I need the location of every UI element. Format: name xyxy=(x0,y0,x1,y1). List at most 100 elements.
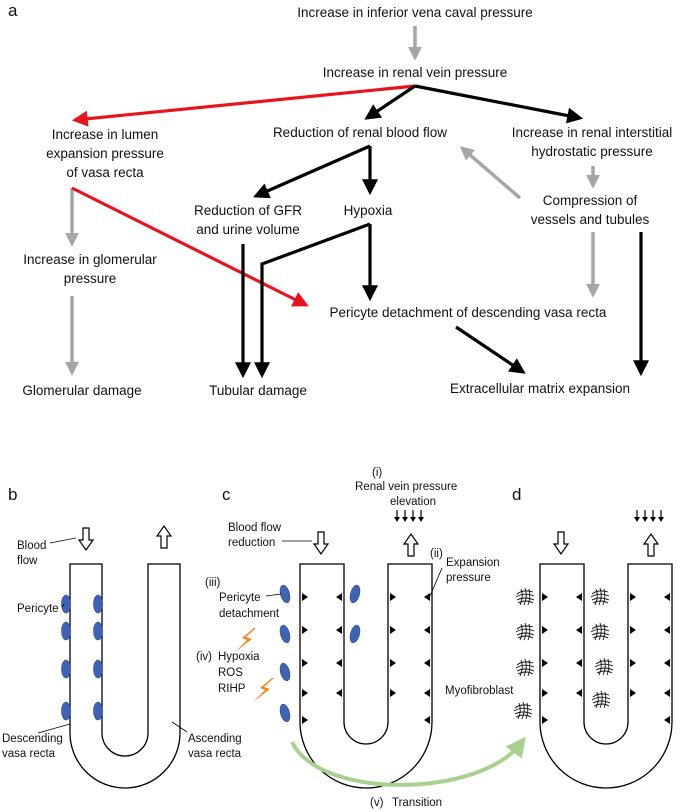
blood-flow-up-arrow-b xyxy=(156,525,172,549)
label-hypoxia-ros-rihp: (iv) Hypoxia ROS RIHP xyxy=(196,651,260,695)
blood-flow-pointer xyxy=(49,537,77,544)
myofibroblast-icon xyxy=(515,587,535,606)
myofibroblast-icon xyxy=(515,622,535,641)
pressure-arrow xyxy=(393,509,401,523)
node-gfr: Reduction of GFR and urine volume xyxy=(194,203,302,237)
pericyte-cell xyxy=(93,659,103,679)
arrow-lumen-to-pericyte xyxy=(71,186,309,307)
pericyte-cell xyxy=(61,594,71,614)
pd-line2: detachment xyxy=(219,608,280,620)
c-hypoxia: Hypoxia xyxy=(218,651,260,663)
transition-label: Transition xyxy=(392,797,442,809)
label-descending-vasa-recta: Descending vasa recta xyxy=(2,723,71,760)
pericyte-cell xyxy=(93,594,103,614)
node-ecm-expansion: Extracellular matrix expansion xyxy=(450,381,630,396)
vasa-recta-tube-d xyxy=(539,563,673,789)
pericytes-b xyxy=(61,594,103,721)
descending-line1: Descending xyxy=(2,733,63,745)
pericyte-cell xyxy=(93,621,103,641)
vasa-recta-tube-b xyxy=(69,563,181,789)
pericyte-cell xyxy=(61,621,71,641)
myofibroblast-icon xyxy=(515,658,535,677)
myofibroblasts-d xyxy=(513,587,614,720)
node-ivc-pressure: Increase in inferior vena caval pressure xyxy=(297,5,533,20)
label-ii: (ii) xyxy=(430,548,443,560)
node-glom-pressure-line1: Increase in glomerular xyxy=(23,252,157,267)
label-iii: (iii) xyxy=(205,577,220,589)
node-glomerular-pressure: Increase in glomerular pressure xyxy=(23,252,157,286)
myofibroblast-icon xyxy=(591,690,611,709)
pressure-arrow xyxy=(409,509,417,523)
blood-flow-up-arrow-d xyxy=(643,533,659,557)
panel-label-a: a xyxy=(8,1,18,20)
node-compression-line1: Compression of xyxy=(543,193,638,208)
pericyte-label: Pericyte xyxy=(17,603,59,615)
arrow-renal-vein-to-lumen xyxy=(71,84,416,127)
node-rihp: Increase in renal interstitial hydrostat… xyxy=(512,125,673,159)
node-gfr-line1: Reduction of GFR xyxy=(194,203,302,218)
pericyte-pointer xyxy=(61,603,65,608)
blood-flow-up-arrow-c xyxy=(403,533,419,557)
blood-flow-line1: Blood xyxy=(17,540,46,552)
node-pericyte-detachment: Pericyte detachment of descending vasa r… xyxy=(330,305,607,320)
pericyte-cell xyxy=(278,702,292,724)
detached-pericytes-c xyxy=(278,583,362,724)
arrow-rbf-to-gfr xyxy=(253,144,371,199)
pd-pointer xyxy=(265,593,282,597)
small-pressure-arrows-c xyxy=(393,509,425,523)
arrows-panel-a xyxy=(65,26,649,379)
myofibroblast-icon xyxy=(513,701,533,720)
arrow-renal-vein-to-rihp xyxy=(414,84,584,124)
expansion-markers-c xyxy=(302,593,430,724)
pericyte-cell xyxy=(93,701,103,721)
label-iv: (iv) xyxy=(196,651,212,663)
label-v: (v) xyxy=(370,797,384,809)
pericyte-cell xyxy=(278,623,292,645)
myofibroblast-icon xyxy=(590,587,610,606)
node-renal-vein-pressure: Increase in renal vein pressure xyxy=(323,65,508,80)
node-glomerular-damage: Glomerular damage xyxy=(22,383,141,398)
label-renal-vein-elevation: (i) Renal vein pressure elevation xyxy=(355,467,457,508)
pericyte-cell xyxy=(348,583,362,605)
arrow-compression-to-rbf xyxy=(459,146,522,200)
panel-label-c: c xyxy=(222,485,231,504)
myofibroblast-label: Myofibroblast xyxy=(445,685,514,697)
label-blood-flow-b: Blood flow xyxy=(17,537,77,567)
node-compression-line2: vessels and tubules xyxy=(531,212,650,227)
blood-flow-line2: flow xyxy=(17,555,38,567)
label-i: (i) xyxy=(372,467,382,479)
pericyte-cell xyxy=(348,623,362,645)
node-renal-blood-flow: Reduction of renal blood flow xyxy=(273,125,447,140)
node-lumen-line1: Increase in lumen xyxy=(52,127,159,142)
c-rihp: RIHP xyxy=(218,683,246,695)
ascending-line1: Ascending xyxy=(188,733,242,745)
exp-line2: pressure xyxy=(446,572,491,584)
vasa-recta-tube-c xyxy=(299,563,433,789)
bfr-line2: reduction xyxy=(228,537,275,549)
pd-line1: Pericyte xyxy=(219,592,261,604)
blood-flow-down-arrow-b xyxy=(78,527,94,551)
pressure-arrow xyxy=(641,509,649,523)
pericyte-cell xyxy=(61,701,71,721)
blood-flow-down-arrow-d xyxy=(553,531,569,555)
pericyte-cell xyxy=(278,661,292,683)
exp-pointer xyxy=(429,567,443,597)
transition-curve xyxy=(290,736,526,787)
descending-pointer xyxy=(37,723,71,734)
transition-arrow: (v) Transition xyxy=(290,736,526,809)
myofibroblast-icon xyxy=(594,657,614,676)
pressure-arrow xyxy=(417,509,425,523)
pressure-arrow xyxy=(633,509,641,523)
label-ascending-vasa-recta: Ascending vasa recta xyxy=(171,721,242,760)
node-tubular-damage: Tubular damage xyxy=(209,383,307,398)
node-lumen-line3: of vasa recta xyxy=(66,165,144,180)
label-expansion-pressure: (ii) Expansion pressure xyxy=(429,548,500,597)
label-pericyte-detachment: (iii) Pericyte detachment xyxy=(205,577,282,620)
myofibroblast-icon xyxy=(590,622,610,641)
label-pericyte-b: Pericyte xyxy=(17,603,65,615)
lightning-icon xyxy=(253,678,274,702)
node-rihp-line2: hydrostatic pressure xyxy=(531,144,653,159)
bfr-line1: Blood flow xyxy=(228,522,282,534)
rv-line1: Renal vein pressure xyxy=(355,481,457,493)
node-rihp-line1: Increase in renal interstitial xyxy=(512,125,673,140)
